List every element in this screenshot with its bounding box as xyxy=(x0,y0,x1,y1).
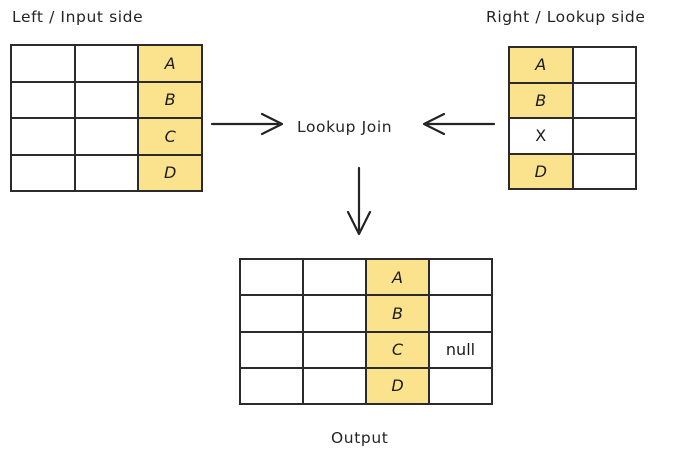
table-row: A xyxy=(239,257,493,297)
cell-payload-2 xyxy=(302,330,367,369)
cell-key: B xyxy=(508,81,574,119)
cell-payload-2 xyxy=(302,366,367,406)
cell-payload-1 xyxy=(239,366,304,406)
cell-key: B xyxy=(137,80,203,119)
cell-payload-1 xyxy=(10,117,76,156)
cell-key: D xyxy=(365,366,430,406)
arrow-right-to-join-icon xyxy=(422,112,496,136)
cell-lookup-payload xyxy=(428,294,493,333)
cell-payload xyxy=(571,46,637,84)
left-table-title: Left / Input side xyxy=(12,8,144,26)
cell-key: B xyxy=(365,294,430,333)
table-row: D xyxy=(10,153,203,192)
table-row: A xyxy=(10,44,203,83)
cell-payload-1 xyxy=(10,153,76,192)
cell-key: X xyxy=(508,117,574,155)
cell-key: A xyxy=(365,257,430,297)
cell-payload-2 xyxy=(73,80,140,119)
cell-lookup-payload xyxy=(428,257,493,297)
cell-key: D xyxy=(137,153,203,192)
cell-key: C xyxy=(365,330,430,369)
cell-payload-1 xyxy=(10,44,76,83)
cell-payload-2 xyxy=(73,44,140,83)
operation-label: Lookup Join xyxy=(297,118,393,136)
cell-payload xyxy=(571,81,637,119)
arrow-left-to-join-icon xyxy=(210,112,284,136)
cell-payload xyxy=(571,117,637,155)
cell-payload-2 xyxy=(302,257,367,297)
cell-lookup-payload xyxy=(428,366,493,406)
cell-payload xyxy=(571,152,637,190)
cell-payload-1 xyxy=(10,80,76,119)
arrow-join-to-output-icon xyxy=(346,166,372,236)
cell-key: A xyxy=(137,44,203,83)
table-row: B xyxy=(239,294,493,333)
cell-key: A xyxy=(508,46,574,84)
cell-key: C xyxy=(137,117,203,156)
table-row: B xyxy=(508,81,637,119)
cell-payload-1 xyxy=(239,294,304,333)
cell-key: D xyxy=(508,152,574,190)
table-row: C xyxy=(10,117,203,156)
cell-payload-2 xyxy=(73,153,140,192)
cell-payload-1 xyxy=(239,257,304,297)
cell-payload-2 xyxy=(73,117,140,156)
cell-payload-2 xyxy=(302,294,367,333)
cell-payload-1 xyxy=(239,330,304,369)
output-table-title: Output xyxy=(331,429,389,447)
right-table-title: Right / Lookup side xyxy=(486,8,646,26)
table-row: D xyxy=(239,366,493,406)
cell-lookup-payload: null xyxy=(428,330,493,369)
table-row: X xyxy=(508,117,637,155)
table-row: D xyxy=(508,152,637,190)
table-row: A xyxy=(508,46,637,84)
table-row: B xyxy=(10,80,203,119)
